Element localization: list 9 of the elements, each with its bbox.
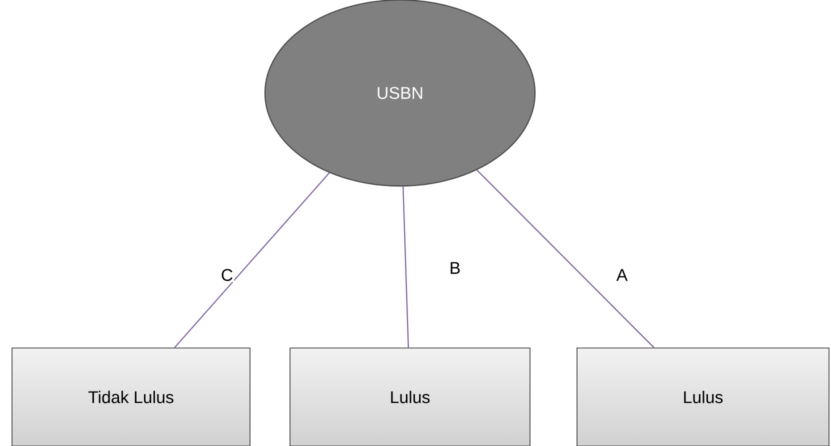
edge-label: A	[615, 268, 629, 282]
connector-line	[174, 172, 330, 348]
edge-label: B	[448, 261, 462, 275]
connector-line	[476, 170, 654, 348]
connector-line	[402, 186, 409, 348]
result-box: Tidak Lulus	[12, 348, 250, 446]
result-box: Lulus	[290, 348, 530, 446]
edge-label: C	[220, 268, 234, 282]
result-box: Lulus	[576, 348, 830, 446]
